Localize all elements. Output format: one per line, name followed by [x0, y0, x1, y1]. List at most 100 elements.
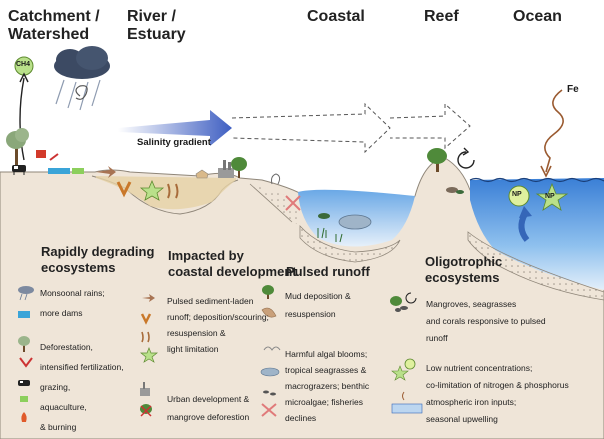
- catchment-item-landuse-line3: grazing,: [40, 382, 71, 392]
- catchment-heading-line1: Rapidly degrading: [41, 244, 155, 259]
- legend-microalgae-icon: [263, 390, 276, 396]
- sea-surface: [469, 177, 604, 183]
- coastal-item-algae-line5: declines: [285, 413, 317, 423]
- estuary-item-sediment: Pulsed sediment-laden runoff; deposition…: [167, 293, 269, 357]
- fe-label: Fe: [567, 84, 579, 95]
- dugong: [338, 214, 372, 230]
- estuary-star: [139, 179, 165, 201]
- ch4-label: CH4: [16, 61, 31, 68]
- cycle-arrow: [457, 151, 475, 169]
- estuary-item-sediment-line1: Pulsed sediment-laden: [167, 296, 254, 306]
- catchment-item-landuse-line2: intensified fertilization,: [40, 362, 124, 372]
- legend-iron-icon: [402, 391, 405, 401]
- coastal-sediment: [299, 224, 401, 263]
- coastal-heading: Pulsed runoff: [286, 264, 370, 279]
- coastal-item-algae-line4: microalgae; fisheries: [285, 397, 363, 407]
- np-circle-label: NP: [512, 191, 522, 198]
- reef-item-nutrients-line4: seasonal upwelling: [426, 414, 498, 424]
- coastal-item-mud-line2: resuspension: [285, 309, 336, 319]
- estuary-item-sediment-line4: light limitation: [167, 344, 219, 354]
- zone-river-line2: Estuary: [127, 26, 186, 43]
- np-star-label: NP: [545, 193, 555, 200]
- coastal-item-algae-line2: tropical seagrasses &: [285, 365, 367, 375]
- legend-np-star-icon: [391, 365, 409, 381]
- zone-catchment: Catchment / Watershed: [8, 8, 100, 44]
- salinity-label: Salinity gradient: [137, 137, 211, 148]
- legend-upwelling-icon: [391, 403, 423, 414]
- estuary-heading: Impacted by coastal development: [168, 248, 297, 280]
- estuary-item-sediment-line2: runoff; deposition/scouring;: [167, 312, 269, 322]
- zone-catchment-line1: Catchment /: [8, 8, 100, 25]
- legend-mangrove-mud-icon: [262, 285, 274, 299]
- catchment-item-landuse-line5: & burning: [40, 422, 77, 432]
- estuary-factory: [218, 160, 234, 178]
- estuary-item-sediment-line3: resuspension &: [167, 328, 226, 338]
- estuary-item-urban-line2: mangrove deforestion: [167, 412, 250, 422]
- reef-item-nutrients-line3: atmospheric iron inputs;: [426, 397, 517, 407]
- legend-mud-icon: [261, 307, 277, 318]
- coastal-item-algae-line1: Harmful algal blooms;: [285, 349, 368, 359]
- estuary-heading-line1: Impacted by: [168, 248, 244, 263]
- legend-fertilizer-icon: [19, 357, 33, 368]
- reef-item-coral-line1: Mangroves, seagrasses: [426, 299, 517, 309]
- dashed-arrow-2: [389, 102, 471, 150]
- coastal-item-mud: Mud deposition & resuspension: [285, 287, 351, 323]
- legend-light-star-icon: [140, 347, 158, 363]
- coastal-item-mud-line1: Mud deposition &: [285, 291, 351, 301]
- zone-river-line1: River /: [127, 8, 176, 25]
- legend-scour-icon: [140, 313, 152, 325]
- reef-item-coral: Mangroves, seagrasses and corals respons…: [426, 296, 546, 347]
- fe-arrow: [544, 89, 564, 173]
- ocean-sediment: [467, 231, 604, 301]
- legend-aquaculture-icon: [20, 396, 28, 402]
- ch4-arrow: [19, 77, 25, 161]
- catchment-item-rain-line1: Monsoonal rains;: [40, 288, 105, 298]
- estuary-item-urban: Urban development & mangrove deforestion: [167, 390, 249, 426]
- reef-item-nutrients-line2: co-limitation of nitrogen & phosphorus: [426, 380, 569, 390]
- catchment-heading-line2: ecosystems: [41, 260, 116, 275]
- coastal-item-algae: Harmful algal blooms; tropical seagrasse…: [285, 346, 369, 426]
- legend-resuspension-icon: [141, 331, 150, 343]
- zone-coastal: Coastal: [307, 8, 365, 25]
- catchment-heading: Rapidly degrading ecosystems: [41, 244, 154, 276]
- reef-item-coral-line2: and corals responsive to pulsed: [426, 316, 546, 326]
- reef-item-coral-line3: runoff: [426, 333, 448, 343]
- np-star: [535, 182, 569, 211]
- zone-catchment-line2: Watershed: [8, 26, 90, 43]
- catchment-item-landuse: Deforestation, intensified fertilization…: [40, 337, 124, 437]
- np-circle: [508, 185, 530, 207]
- dashed-arrow-1: [231, 102, 391, 154]
- legend-fisheries-icon: [261, 403, 277, 417]
- reef-item-nutrients-line1: Low nutrient concentrations;: [426, 363, 533, 373]
- salinity-arrow: [118, 110, 232, 146]
- legend-sediment-icon: [142, 294, 155, 302]
- legend-fire-icon: [21, 412, 27, 422]
- legend-cycle-icon: [405, 292, 417, 304]
- legend-mangrove-icon: [140, 404, 152, 417]
- red-x: [285, 195, 301, 211]
- estuary-heading-line2: coastal development: [168, 264, 297, 279]
- legend-np-icon: [404, 358, 416, 370]
- catchment-item-landuse-line1: Deforestation,: [40, 342, 93, 352]
- legend-algae-icon: [263, 346, 281, 351]
- coastal-item-algae-line3: macrograzers; benthic: [285, 381, 370, 391]
- catchment-item-rain: Monsoonal rains; more dams: [40, 287, 105, 320]
- zone-river: River / Estuary: [127, 8, 186, 44]
- cow: [12, 165, 26, 175]
- zone-reef: Reef: [424, 8, 459, 25]
- legend-cow-icon: [18, 380, 30, 386]
- legend-dugong-icon: [260, 367, 280, 377]
- reef-tree: [427, 148, 447, 172]
- ocean-water: [470, 178, 604, 290]
- catchment-item-rain-line2: more dams: [40, 308, 83, 318]
- catchment-item-landuse-line4: aquaculture,: [40, 402, 87, 412]
- legend-dam-icon: [18, 311, 30, 318]
- legend-urban-icon: [140, 382, 150, 396]
- reef-heading-line1: Oligotrophic: [425, 254, 503, 269]
- zone-ocean: Ocean: [513, 8, 562, 25]
- reef-heading: Oligotrophic ecosystems: [425, 254, 502, 286]
- legend-rain-icon: [18, 286, 34, 301]
- legend-tree-icon: [18, 336, 30, 352]
